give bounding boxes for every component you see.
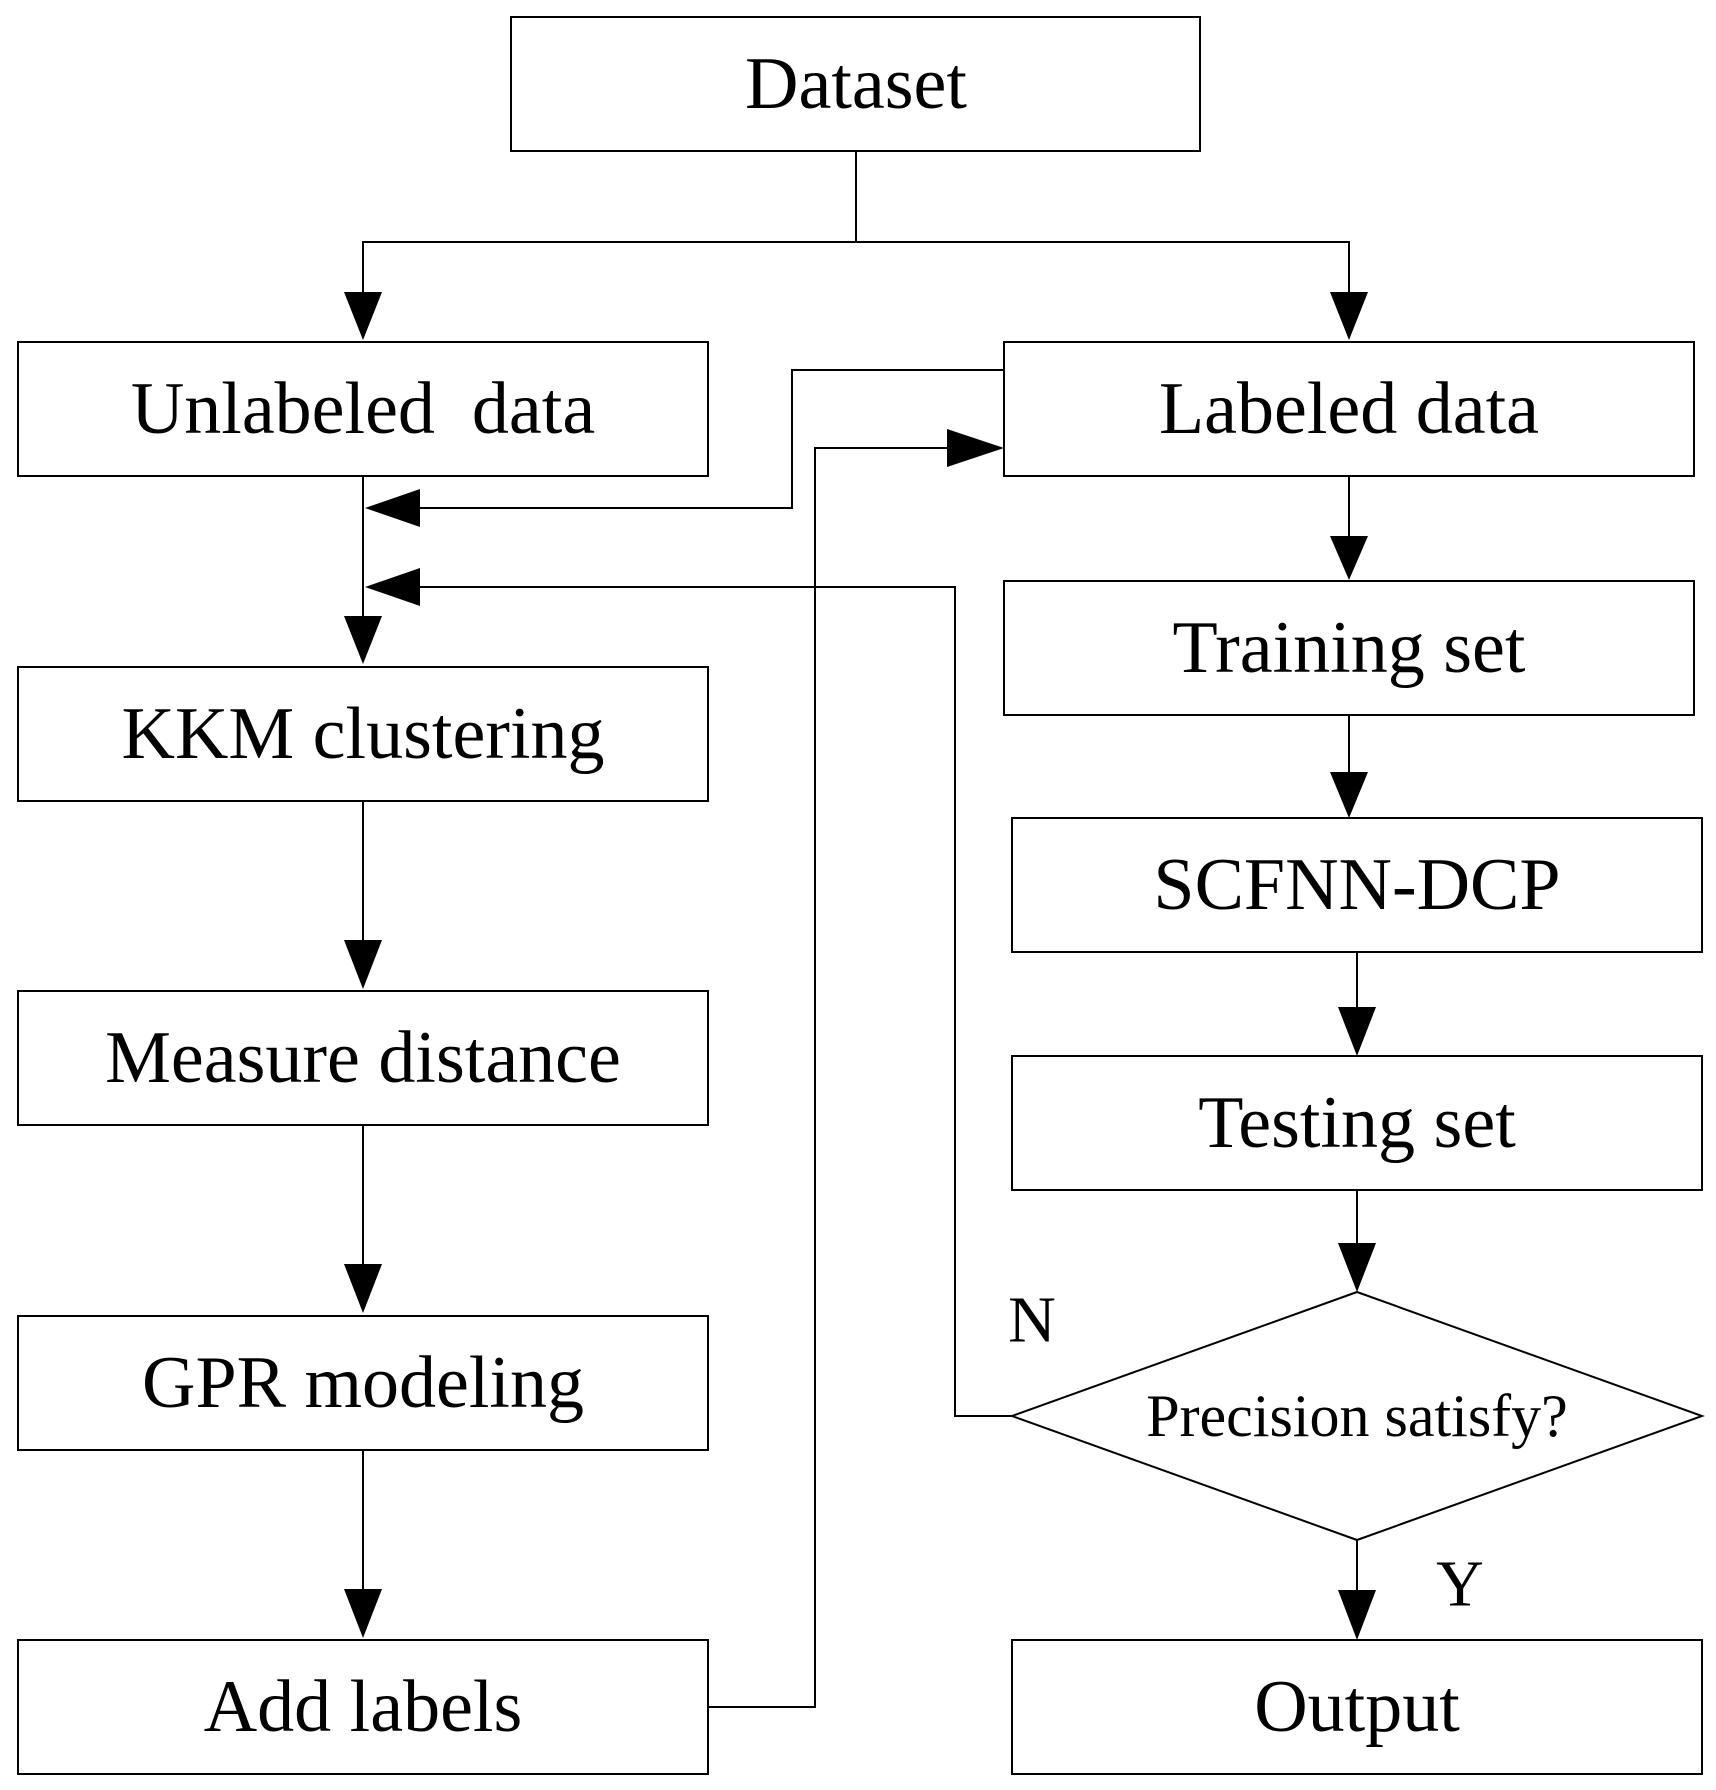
node-unlabeled-data-label: Unlabeled data <box>131 368 595 450</box>
node-scfnn-dcp-label: SCFNN-DCP <box>1153 844 1560 926</box>
edge-dataset-to-unlabeled <box>362 241 856 305</box>
node-unlabeled-data: Unlabeled data <box>17 341 709 477</box>
node-testing-set-label: Testing set <box>1198 1082 1516 1164</box>
node-output: Output <box>1011 1639 1703 1775</box>
node-measure-distance-label: Measure distance <box>105 1017 621 1099</box>
node-dataset-label: Dataset <box>745 43 967 125</box>
arrowhead-to-unlabeled <box>344 292 382 340</box>
node-training-set: Training set <box>1003 580 1695 716</box>
node-labeled-data-label: Labeled data <box>1159 368 1539 450</box>
node-kkm-clustering: KKM clustering <box>17 666 709 802</box>
arrowhead-to-kkm <box>344 616 382 664</box>
arrowhead-to-labeled <box>1330 292 1368 340</box>
arrowhead-to-testing <box>1338 1007 1376 1056</box>
arrowhead-to-scfnn <box>1330 772 1368 818</box>
node-training-set-label: Training set <box>1173 607 1526 689</box>
edge-dataset-to-labeled <box>856 241 1350 305</box>
node-add-labels-label: Add labels <box>204 1666 523 1748</box>
edge-labeled-to-merge <box>390 369 1004 509</box>
branch-label-no: N <box>1008 1284 1056 1357</box>
node-dataset: Dataset <box>510 16 1201 152</box>
arrowhead-add-labels-feedback <box>947 429 1004 467</box>
node-add-labels: Add labels <box>17 1639 709 1775</box>
node-scfnn-dcp: SCFNN-DCP <box>1011 817 1703 953</box>
arrowhead-to-gpr <box>344 1264 382 1313</box>
node-gpr-modeling: GPR modeling <box>17 1315 709 1451</box>
node-precision-satisfy: Precision satisfy? <box>1009 1290 1705 1542</box>
node-precision-satisfy-label: Precision satisfy? <box>1146 1383 1568 1449</box>
edge-decision-no-loop <box>390 586 1012 1417</box>
arrowhead-to-measure <box>344 940 382 989</box>
node-testing-set: Testing set <box>1011 1055 1703 1191</box>
arrowhead-to-add-labels <box>344 1589 382 1638</box>
arrowhead-to-decision <box>1338 1243 1376 1292</box>
branch-label-yes: Y <box>1436 1548 1484 1621</box>
arrowhead-to-training <box>1330 536 1368 580</box>
node-gpr-modeling-label: GPR modeling <box>142 1342 584 1424</box>
node-labeled-data: Labeled data <box>1003 341 1695 477</box>
arrowhead-no-loop <box>365 568 420 606</box>
node-kkm-clustering-label: KKM clustering <box>122 693 605 775</box>
node-output-label: Output <box>1254 1666 1460 1748</box>
edge-add-labels-to-labeled <box>708 447 975 1708</box>
arrowhead-to-output <box>1338 1590 1376 1640</box>
arrowhead-labeled-merge <box>365 489 420 527</box>
node-measure-distance: Measure distance <box>17 990 709 1126</box>
connectors <box>344 152 1376 1708</box>
